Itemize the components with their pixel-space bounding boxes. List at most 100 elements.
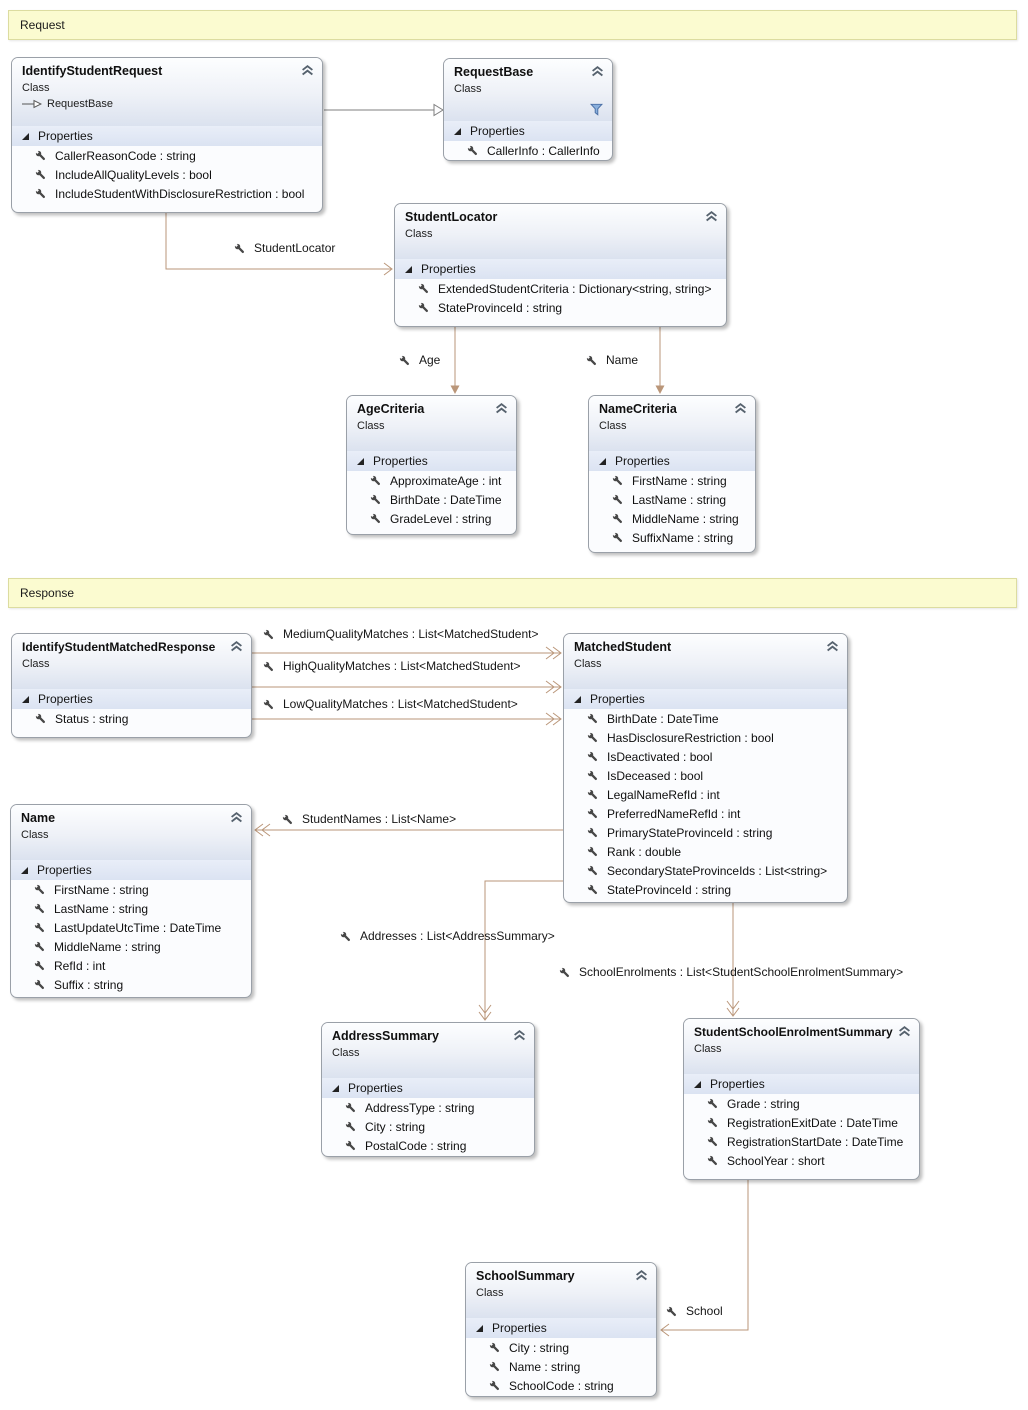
class-namecriteria[interactable]: NameCriteria Class Properties FirstName … bbox=[588, 395, 756, 553]
property-row[interactable]: FirstName : string bbox=[11, 880, 251, 899]
collapse-chevron-icon[interactable] bbox=[898, 1026, 911, 1037]
property-row[interactable]: CallerReasonCode : string bbox=[12, 146, 322, 165]
properties-section-header[interactable]: Properties bbox=[589, 451, 755, 471]
properties-section-header[interactable]: Properties bbox=[12, 689, 251, 709]
connector-school[interactable] bbox=[660, 1180, 749, 1337]
connector-label-school[interactable]: School bbox=[665, 1304, 723, 1318]
property-row[interactable]: StateProvinceId : string bbox=[395, 298, 726, 317]
property-row[interactable]: MiddleName : string bbox=[589, 509, 755, 528]
collapse-chevron-icon[interactable] bbox=[301, 65, 314, 76]
group-banner-request[interactable]: Request bbox=[8, 10, 1017, 40]
property-row[interactable]: BirthDate : DateTime bbox=[347, 490, 516, 509]
collapse-chevron-icon[interactable] bbox=[635, 1270, 648, 1281]
properties-section-header[interactable]: Properties bbox=[12, 126, 322, 146]
connector-addresses[interactable] bbox=[478, 880, 563, 1021]
property-row[interactable]: Suffix : string bbox=[11, 975, 251, 994]
connector-label-mediumqualitymatches[interactable]: MediumQualityMatches : List<MatchedStude… bbox=[262, 627, 538, 641]
properties-section-header[interactable]: Properties bbox=[564, 689, 847, 709]
property-row[interactable]: AddressType : string bbox=[322, 1098, 534, 1117]
properties-section-header[interactable]: Properties bbox=[395, 259, 726, 279]
property-row[interactable]: RegistrationExitDate : DateTime bbox=[684, 1113, 919, 1132]
class-matchedstudent[interactable]: MatchedStudent Class Properties BirthDat… bbox=[563, 633, 848, 903]
properties-section-header[interactable]: Properties bbox=[347, 451, 516, 471]
connector-label-studentlocator[interactable]: StudentLocator bbox=[233, 241, 335, 255]
property-row[interactable]: SchoolYear : short bbox=[684, 1151, 919, 1170]
connector-highqualitymatches[interactable] bbox=[252, 680, 562, 694]
property-row[interactable]: SchoolCode : string bbox=[466, 1376, 656, 1395]
connector-label-name[interactable]: Name bbox=[585, 353, 638, 367]
property-row[interactable]: ExtendedStudentCriteria : Dictionary<str… bbox=[395, 279, 726, 298]
collapse-chevron-icon[interactable] bbox=[230, 812, 243, 823]
wrench-icon bbox=[586, 883, 599, 896]
connector-label-text: StudentLocator bbox=[254, 241, 336, 255]
property-row[interactable]: Rank : double bbox=[564, 842, 847, 861]
class-identifystudentmatchedresponse[interactable]: IdentifyStudentMatchedResponse Class Pro… bbox=[11, 633, 252, 738]
property-row[interactable]: HasDisclosureRestriction : bool bbox=[564, 728, 847, 747]
properties-section-header[interactable]: Properties bbox=[444, 121, 612, 141]
property-row[interactable]: IncludeStudentWithDisclosureRestriction … bbox=[12, 184, 322, 203]
properties-section-header[interactable]: Properties bbox=[466, 1318, 656, 1338]
connector-inheritance-requestbase[interactable] bbox=[324, 103, 444, 117]
collapse-chevron-icon[interactable] bbox=[734, 403, 747, 414]
connector-mediumqualitymatches[interactable] bbox=[252, 646, 562, 660]
property-row[interactable]: SecondaryStateProvinceIds : List<string> bbox=[564, 861, 847, 880]
class-schoolsummary[interactable]: SchoolSummary Class Properties City : st… bbox=[465, 1262, 657, 1397]
class-addresssummary[interactable]: AddressSummary Class Properties AddressT… bbox=[321, 1022, 535, 1157]
property-row[interactable]: CallerInfo : CallerInfo bbox=[444, 141, 612, 160]
connector-studentnames[interactable] bbox=[254, 823, 563, 837]
filter-icon[interactable] bbox=[590, 103, 603, 116]
collapse-chevron-icon[interactable] bbox=[230, 641, 243, 652]
group-banner-response[interactable]: Response bbox=[8, 578, 1017, 608]
collapse-chevron-icon[interactable] bbox=[826, 641, 839, 652]
connector-studentlocator[interactable] bbox=[165, 213, 393, 276]
property-row[interactable]: BirthDate : DateTime bbox=[564, 709, 847, 728]
connector-label-age[interactable]: Age bbox=[398, 353, 440, 367]
properties-section-header[interactable]: Properties bbox=[11, 860, 251, 880]
property-row[interactable]: MiddleName : string bbox=[11, 937, 251, 956]
connector-name[interactable] bbox=[655, 327, 665, 394]
collapse-chevron-icon[interactable] bbox=[591, 66, 604, 77]
property-row[interactable]: LastUpdateUtcTime : DateTime bbox=[11, 918, 251, 937]
property-row[interactable]: FirstName : string bbox=[589, 471, 755, 490]
connector-label-lowqualitymatches[interactable]: LowQualityMatches : List<MatchedStudent> bbox=[262, 697, 518, 711]
property-row[interactable]: SuffixName : string bbox=[589, 528, 755, 547]
property-row[interactable]: PreferredNameRefId : int bbox=[564, 804, 847, 823]
connector-age[interactable] bbox=[450, 327, 460, 394]
property-row[interactable]: IncludeAllQualityLevels : bool bbox=[12, 165, 322, 184]
property-row[interactable]: IsDeceased : bool bbox=[564, 766, 847, 785]
properties-section-header[interactable]: Properties bbox=[322, 1078, 534, 1098]
class-requestbase[interactable]: RequestBase Class Properties CallerInfo … bbox=[443, 58, 613, 161]
property-row[interactable]: LastName : string bbox=[589, 490, 755, 509]
connector-lowqualitymatches[interactable] bbox=[252, 712, 562, 726]
property-row[interactable]: StateProvinceId : string bbox=[564, 880, 847, 899]
property-row[interactable]: LegalNameRefId : int bbox=[564, 785, 847, 804]
class-agecriteria[interactable]: AgeCriteria Class Properties Approximate… bbox=[346, 395, 517, 535]
properties-label: Properties bbox=[37, 863, 92, 877]
property-row[interactable]: GradeLevel : string bbox=[347, 509, 516, 528]
property-row[interactable]: Name : string bbox=[466, 1357, 656, 1376]
property-row[interactable]: IsDeactivated : bool bbox=[564, 747, 847, 766]
property-row[interactable]: LastName : string bbox=[11, 899, 251, 918]
connector-label-addresses[interactable]: Addresses : List<AddressSummary> bbox=[339, 929, 555, 943]
class-studentlocator[interactable]: StudentLocator Class Properties Extended… bbox=[394, 203, 727, 327]
property-row[interactable]: Grade : string bbox=[684, 1094, 919, 1113]
property-row[interactable]: PrimaryStateProvinceId : string bbox=[564, 823, 847, 842]
property-row[interactable]: Status : string bbox=[12, 709, 251, 728]
class-studentschoolenrolmentsummary[interactable]: StudentSchoolEnrolmentSummary Class Prop… bbox=[683, 1018, 920, 1180]
connector-label-highqualitymatches[interactable]: HighQualityMatches : List<MatchedStudent… bbox=[262, 659, 520, 673]
connector-label-studentnames[interactable]: StudentNames : List<Name> bbox=[281, 812, 456, 826]
property-row[interactable]: City : string bbox=[322, 1117, 534, 1136]
class-name[interactable]: Name Class Properties FirstName : string… bbox=[10, 804, 252, 998]
properties-section-header[interactable]: Properties bbox=[684, 1074, 919, 1094]
property-row[interactable]: RefId : int bbox=[11, 956, 251, 975]
collapse-chevron-icon[interactable] bbox=[705, 211, 718, 222]
property-row[interactable]: ApproximateAge : int bbox=[347, 471, 516, 490]
property-row[interactable]: City : string bbox=[466, 1338, 656, 1357]
collapse-chevron-icon[interactable] bbox=[495, 403, 508, 414]
class-identifystudentrequest[interactable]: IdentifyStudentRequest Class RequestBase… bbox=[11, 57, 323, 213]
property-row[interactable]: PostalCode : string bbox=[322, 1136, 534, 1155]
connector-label-schoolenrolments[interactable]: SchoolEnrolments : List<StudentSchoolEnr… bbox=[558, 965, 903, 979]
collapse-chevron-icon[interactable] bbox=[513, 1030, 526, 1041]
property-row[interactable]: RegistrationStartDate : DateTime bbox=[684, 1132, 919, 1151]
connector-schoolenrolments[interactable] bbox=[726, 903, 740, 1017]
